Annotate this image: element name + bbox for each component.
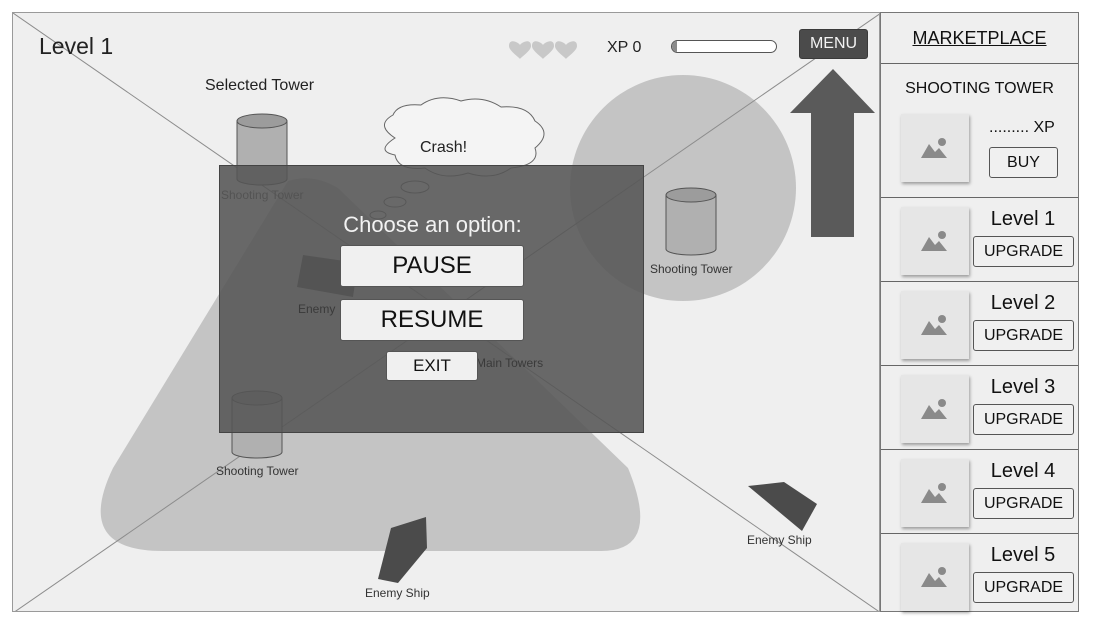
- speech-text: Crash!: [420, 139, 468, 156]
- exit-button[interactable]: EXIT: [386, 351, 478, 381]
- upgrade-level-label: Level 4: [990, 460, 1056, 482]
- upgrade-row-5: Level 5 UPGRADE: [881, 534, 1078, 618]
- upgrade-row-1: Level 1 UPGRADE: [881, 198, 1078, 282]
- game-canvas[interactable]: Level 1 XP 0 MENU Selected Tower Crash! …: [12, 12, 880, 612]
- tower-label-right: Shooting Tower: [650, 262, 733, 276]
- upgrade-row-4: Level 4 UPGRADE: [881, 450, 1078, 534]
- enemy-label-right: Enemy Ship: [747, 533, 812, 547]
- shooting-tower-right[interactable]: [665, 187, 717, 256]
- heart-icon: [555, 41, 577, 59]
- pause-button[interactable]: PAUSE: [340, 245, 524, 287]
- image-placeholder-icon: [901, 114, 969, 182]
- xp-progress-fill: [672, 41, 678, 52]
- upgrade-button-2[interactable]: UPGRADE: [973, 320, 1074, 351]
- image-placeholder-icon: [901, 543, 969, 611]
- options-dialog: Enemy Main Towers Choose an option: PAUS…: [219, 165, 644, 433]
- heart-icon: [532, 41, 554, 59]
- upgrade-button-1[interactable]: UPGRADE: [973, 236, 1074, 267]
- enemy-label-bottom: Enemy Ship: [365, 586, 430, 600]
- enemy-ship-bottom: [378, 517, 427, 583]
- selected-tower-label: Selected Tower: [205, 77, 315, 94]
- image-placeholder-icon: [901, 459, 969, 527]
- buy-button[interactable]: BUY: [989, 147, 1058, 178]
- image-placeholder-icon: [901, 375, 969, 443]
- upgrade-level-label: Level 2: [990, 292, 1056, 314]
- upgrade-button-4[interactable]: UPGRADE: [973, 488, 1074, 519]
- upgrade-level-label: Level 1: [990, 208, 1056, 230]
- enemy-ship-right: [748, 482, 817, 531]
- lives-hearts: [509, 41, 577, 59]
- shop-item-name: SHOOTING TOWER: [905, 80, 1054, 97]
- up-arrow: [790, 69, 875, 237]
- upgrade-list: Level 1 UPGRADE Level 2 UPGRADE Level 3 …: [881, 198, 1078, 618]
- marketplace-panel: MARKETPLACE SHOOTING TOWER ......... XP …: [880, 12, 1079, 612]
- upgrade-level-label: Level 3: [990, 376, 1056, 398]
- image-placeholder-icon: [901, 207, 969, 275]
- upgrade-button-5[interactable]: UPGRADE: [973, 572, 1074, 603]
- upgrade-level-label: Level 5: [990, 544, 1056, 566]
- upgrade-button-3[interactable]: UPGRADE: [973, 404, 1074, 435]
- heart-icon: [509, 41, 531, 59]
- image-placeholder-icon: [901, 291, 969, 359]
- marketplace-title[interactable]: MARKETPLACE: [881, 13, 1078, 64]
- upgrade-row-3: Level 3 UPGRADE: [881, 366, 1078, 450]
- upgrade-row-2: Level 2 UPGRADE: [881, 282, 1078, 366]
- menu-button[interactable]: MENU: [799, 29, 868, 59]
- dialog-title: Choose an option:: [343, 212, 522, 237]
- xp-progress-bar: [671, 40, 777, 53]
- xp-label: XP 0: [607, 39, 642, 56]
- main-towers-label: Main Towers: [476, 356, 544, 370]
- tower-label-left: Shooting Tower: [216, 464, 299, 478]
- enemy-label-under: Enemy: [298, 302, 336, 316]
- shop-item-shooting-tower: SHOOTING TOWER ......... XP BUY: [881, 64, 1078, 198]
- level-title: Level 1: [39, 33, 114, 59]
- shop-item-price: ......... XP: [989, 119, 1055, 136]
- resume-button[interactable]: RESUME: [340, 299, 524, 341]
